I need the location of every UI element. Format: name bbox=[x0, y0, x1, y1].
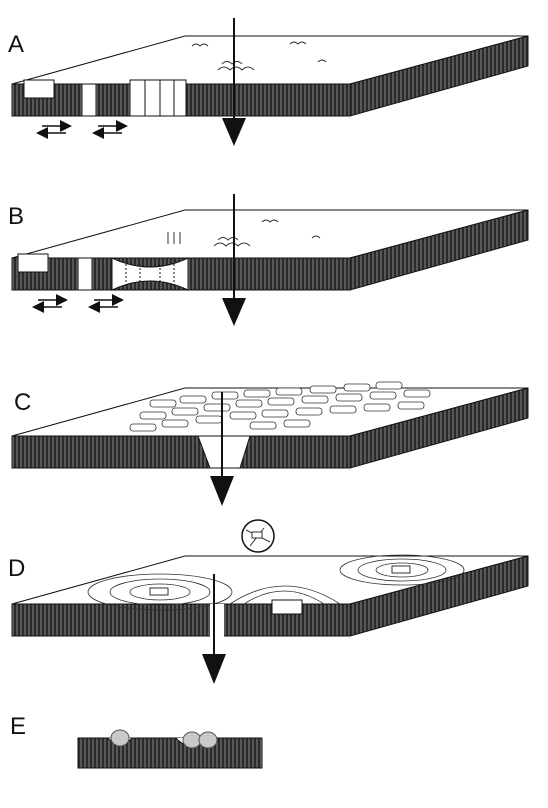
permeation-arrow-head bbox=[202, 654, 226, 684]
peptide-carpet bbox=[129, 381, 431, 432]
barrel-stave-pore bbox=[129, 79, 187, 117]
toroidal-pore bbox=[111, 257, 189, 291]
surface-peptide-cluster bbox=[167, 219, 321, 247]
panel-label-c: C bbox=[14, 389, 31, 416]
panel-b: B bbox=[8, 194, 529, 326]
transmembrane-peptide bbox=[81, 83, 97, 117]
peptide-lipid-micelle bbox=[241, 519, 275, 553]
permeation-arrow-head bbox=[210, 476, 234, 506]
transmembrane-peptide bbox=[77, 257, 93, 291]
panel-label-a: A bbox=[8, 31, 24, 58]
equilibrium-arrows bbox=[32, 294, 124, 313]
surface-peptide bbox=[391, 565, 411, 574]
membrane-side-face bbox=[349, 209, 529, 291]
equilibrium-arrows bbox=[36, 120, 128, 139]
bound-peptide-sphere bbox=[198, 731, 218, 749]
membrane-side-face bbox=[349, 35, 529, 117]
panel-label-d: D bbox=[8, 555, 25, 582]
membrane-break bbox=[210, 604, 224, 637]
bound-peptide-sphere bbox=[182, 731, 202, 749]
panel-label-e: E bbox=[10, 713, 26, 740]
membrane-side-face bbox=[349, 555, 529, 637]
panel-d: D bbox=[8, 519, 529, 684]
surface-peptide bbox=[149, 587, 169, 596]
surface-peptide-cluster bbox=[191, 41, 327, 71]
panel-a: A bbox=[8, 18, 529, 146]
panel-label-b: B bbox=[8, 203, 24, 230]
membrane-side-face bbox=[349, 387, 529, 469]
bound-peptide-sphere bbox=[110, 729, 130, 747]
surface-peptide bbox=[23, 79, 55, 99]
permeation-arrow-head bbox=[222, 118, 246, 146]
panel-e: E bbox=[10, 713, 263, 769]
panel-c: C bbox=[11, 381, 529, 506]
membrane-front-face bbox=[11, 435, 351, 469]
membrane-disruption bbox=[197, 435, 251, 469]
surface-peptide bbox=[17, 253, 49, 273]
membrane-fragment bbox=[77, 737, 263, 769]
inserted-peptide bbox=[271, 599, 303, 615]
detergent-ripple-rings bbox=[87, 554, 465, 611]
permeation-arrow-head bbox=[222, 298, 246, 326]
